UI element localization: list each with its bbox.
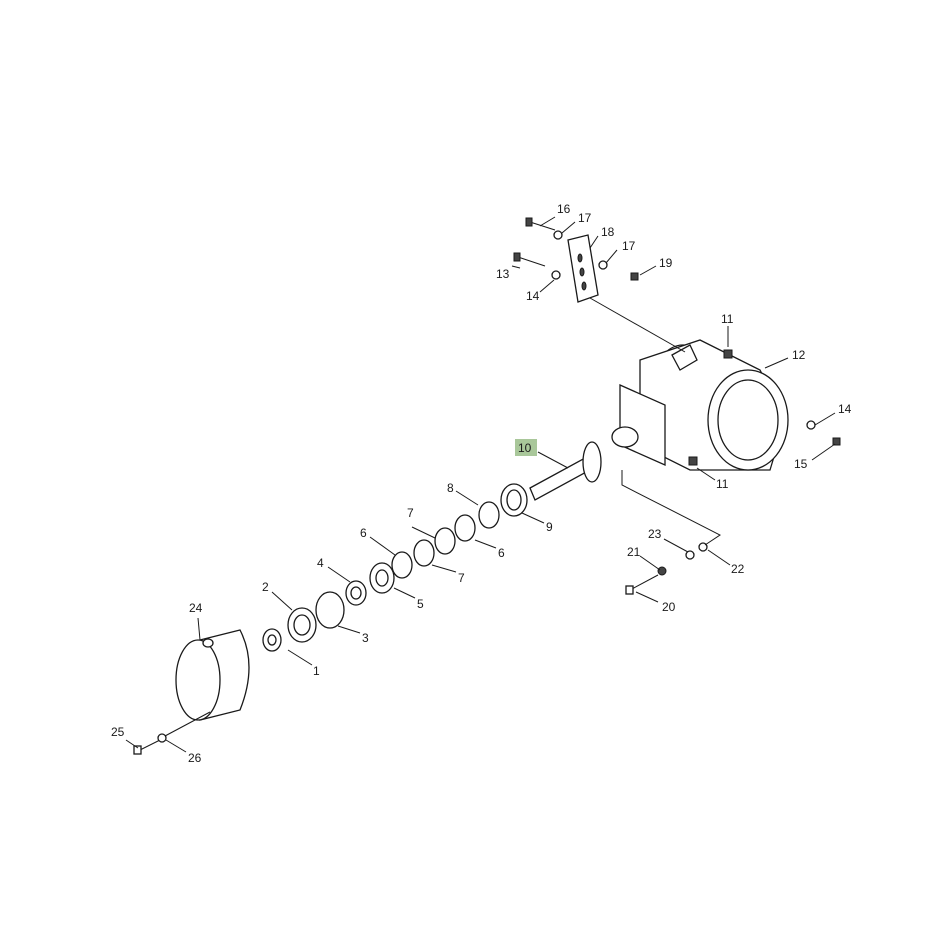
bearing-5[interactable] bbox=[369, 562, 395, 594]
callout-14b[interactable]: 14 bbox=[838, 402, 852, 416]
callout-25[interactable]: 25 bbox=[111, 725, 125, 739]
callout-9[interactable]: 9 bbox=[546, 520, 553, 534]
bearing-9[interactable] bbox=[500, 483, 528, 517]
callout-18[interactable]: 18 bbox=[601, 225, 615, 239]
bolt-13[interactable] bbox=[513, 252, 546, 267]
callout-6a[interactable]: 6 bbox=[360, 526, 367, 540]
callout-23[interactable]: 23 bbox=[648, 527, 662, 541]
seal-2[interactable] bbox=[287, 607, 317, 643]
washer-17a[interactable] bbox=[553, 230, 563, 240]
callout-20[interactable]: 20 bbox=[662, 600, 676, 614]
callout-6b[interactable]: 6 bbox=[498, 546, 505, 560]
callout-14a[interactable]: 14 bbox=[526, 289, 540, 303]
leader-lines bbox=[125, 216, 836, 753]
washer-14a[interactable] bbox=[551, 270, 561, 280]
callout-24[interactable]: 24 bbox=[189, 601, 203, 615]
o-ring-3[interactable] bbox=[315, 591, 345, 629]
shim-7b[interactable] bbox=[413, 539, 435, 567]
nut-15[interactable] bbox=[832, 437, 841, 446]
washer-14b[interactable] bbox=[806, 420, 816, 430]
callout-7b[interactable]: 7 bbox=[458, 571, 465, 585]
washer-26[interactable] bbox=[157, 733, 167, 743]
lock-nut-4[interactable] bbox=[345, 580, 367, 606]
shim-6b[interactable] bbox=[391, 551, 413, 579]
callout-22[interactable]: 22 bbox=[731, 562, 745, 576]
callout-3[interactable]: 3 bbox=[362, 631, 369, 645]
callout-11b[interactable]: 11 bbox=[716, 477, 729, 491]
washer-1[interactable] bbox=[262, 628, 282, 652]
callout-15[interactable]: 15 bbox=[794, 457, 808, 471]
pinion-shaft[interactable] bbox=[529, 441, 602, 501]
plug-top[interactable] bbox=[723, 349, 733, 359]
callout-26[interactable]: 26 bbox=[188, 751, 202, 765]
callout-12[interactable]: 12 bbox=[792, 348, 806, 362]
callout-7a[interactable]: 7 bbox=[407, 506, 414, 520]
gearbox-housing[interactable] bbox=[611, 339, 789, 471]
assembly-line-bracket bbox=[589, 297, 686, 353]
callout-1[interactable]: 1 bbox=[313, 664, 320, 678]
callout-19[interactable]: 19 bbox=[659, 256, 673, 270]
cover-24[interactable] bbox=[175, 629, 250, 721]
callout-11a[interactable]: 11 bbox=[721, 312, 734, 326]
callout-16[interactable]: 16 bbox=[557, 202, 571, 216]
lock-washer-21[interactable] bbox=[657, 566, 667, 576]
bolt-20[interactable] bbox=[625, 574, 659, 595]
callout-2[interactable]: 2 bbox=[262, 580, 269, 594]
assembly-line-cover bbox=[164, 711, 211, 737]
callout-4[interactable]: 4 bbox=[317, 556, 324, 570]
nut-19[interactable] bbox=[630, 272, 639, 281]
callout-8[interactable]: 8 bbox=[447, 481, 454, 495]
callout-5[interactable]: 5 bbox=[417, 597, 424, 611]
shim-7a[interactable] bbox=[434, 527, 456, 555]
callout-10[interactable]: 10 bbox=[518, 441, 532, 455]
washer-17b[interactable] bbox=[598, 260, 608, 270]
bolt-16[interactable] bbox=[525, 217, 556, 231]
callout-17a[interactable]: 17 bbox=[578, 211, 592, 225]
callout-21[interactable]: 21 bbox=[627, 545, 641, 559]
callout-10-highlight bbox=[515, 439, 537, 456]
shim-8[interactable] bbox=[478, 501, 500, 529]
bracket-18[interactable] bbox=[567, 234, 599, 303]
callout-13[interactable]: 13 bbox=[496, 267, 510, 281]
washer-23[interactable] bbox=[685, 550, 695, 560]
shim-6a[interactable] bbox=[454, 514, 476, 542]
callout-17b[interactable]: 17 bbox=[622, 239, 636, 253]
bolt-25[interactable] bbox=[133, 739, 161, 755]
assembly-line-bolts bbox=[621, 470, 721, 546]
plug-bottom[interactable] bbox=[688, 456, 698, 466]
